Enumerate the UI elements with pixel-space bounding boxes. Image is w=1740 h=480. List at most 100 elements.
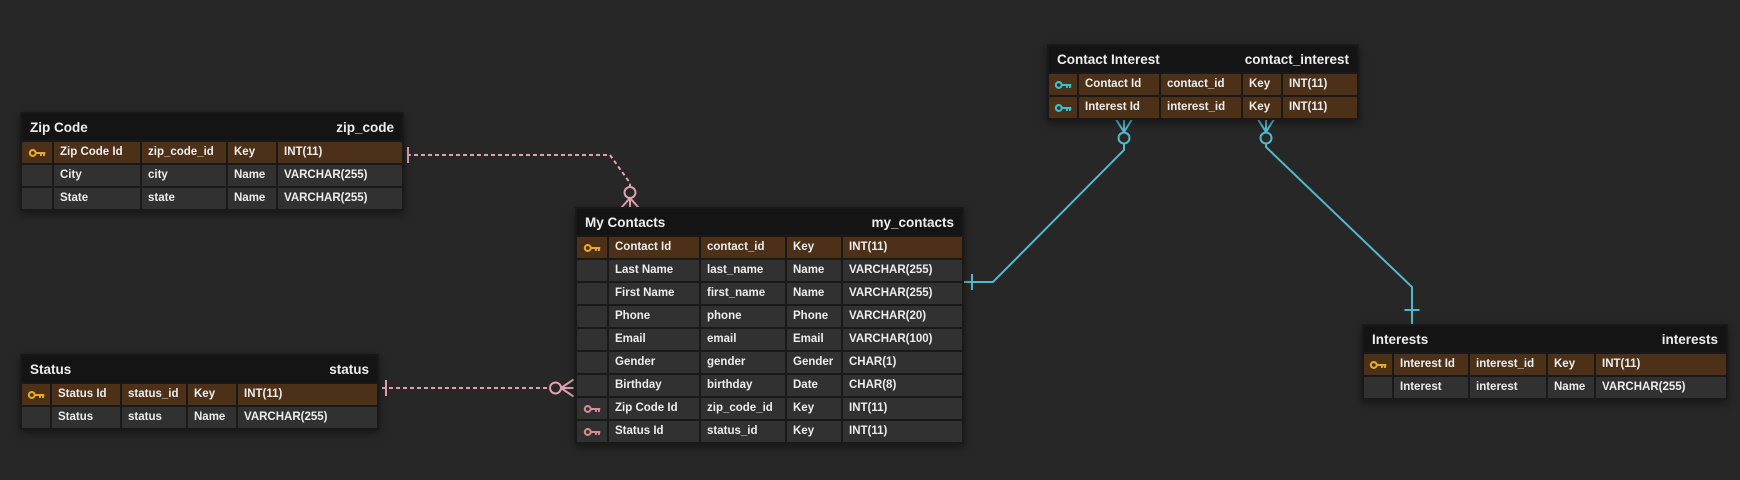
cardinality-optional-circle	[549, 381, 562, 395]
entity-table-contact-interest[interactable]: Contact Interest contact_interest Contac…	[1047, 44, 1359, 120]
column-datatype: INT(11)	[278, 142, 402, 163]
column-datatype: VARCHAR(255)	[843, 283, 962, 304]
column-datatype: VARCHAR(100)	[843, 329, 962, 350]
teal-key-icon	[1049, 74, 1077, 95]
column-datatype: VARCHAR(20)	[843, 306, 962, 327]
column-physical-name: contact_id	[1161, 74, 1241, 95]
column-datatype: INT(11)	[843, 237, 962, 258]
table-schema-name: contact_interest	[1244, 51, 1349, 67]
column-datatype: INT(11)	[1283, 97, 1357, 118]
relationship-mycontacts-contactinterest[interactable]	[960, 117, 1134, 291]
column-logical-name: Status Id	[609, 421, 699, 442]
crows-foot	[560, 378, 575, 398]
column-role: Name	[787, 260, 841, 281]
pink-key-icon	[577, 421, 607, 442]
relationship-interests-contactinterest[interactable]	[1256, 117, 1420, 325]
column-role: Key	[787, 421, 841, 442]
column-physical-name: interest	[1470, 377, 1546, 398]
column-role: Name	[228, 165, 276, 186]
cardinality-optional-circle	[623, 186, 637, 199]
column-role: Key	[1243, 74, 1281, 95]
crows-foot	[1256, 117, 1276, 133]
table-schema-name: status	[329, 361, 369, 377]
column-logical-name: Email	[609, 329, 699, 350]
table-header[interactable]: My Contacts my_contacts	[577, 209, 962, 235]
column-role: Name	[228, 188, 276, 209]
table-header[interactable]: Contact Interest contact_interest	[1049, 46, 1357, 72]
table-header[interactable]: Interests interests	[1364, 326, 1726, 352]
column-datatype: VARCHAR(255)	[1596, 377, 1726, 398]
table-title: Zip Code	[30, 119, 88, 135]
column-logical-name: Phone	[609, 306, 699, 327]
column-logical-name: Contact Id	[1079, 74, 1159, 95]
column-datatype: INT(11)	[843, 421, 962, 442]
gold-key-icon	[1364, 354, 1392, 375]
crows-foot	[1114, 117, 1134, 133]
column-datatype: CHAR(8)	[843, 375, 962, 396]
table-schema-name: interests	[1661, 331, 1718, 347]
column-physical-name: status_id	[701, 421, 785, 442]
cardinality-optional-circle	[1117, 131, 1131, 145]
empty-icon-cell	[577, 306, 607, 327]
column-physical-name: phone	[701, 306, 785, 327]
column-datatype: CHAR(1)	[843, 352, 962, 373]
column-role: Name	[1548, 377, 1594, 398]
empty-icon-cell	[577, 352, 607, 373]
column-logical-name: State	[54, 188, 140, 209]
empty-icon-cell	[577, 329, 607, 350]
column-role: Key	[787, 398, 841, 419]
relationship-zipcode-mycontacts[interactable]	[400, 147, 640, 209]
column-physical-name: first_name	[701, 283, 785, 304]
column-logical-name: Interest	[1394, 377, 1468, 398]
column-logical-name: Interest Id	[1079, 97, 1159, 118]
empty-icon-cell	[577, 375, 607, 396]
column-physical-name: status	[122, 407, 186, 428]
column-datatype: VARCHAR(255)	[843, 260, 962, 281]
column-logical-name: Zip Code Id	[54, 142, 140, 163]
table-header[interactable]: Zip Code zip_code	[22, 114, 402, 140]
table-title: Status	[30, 361, 72, 377]
column-role: Key	[188, 384, 236, 405]
column-logical-name: Zip Code Id	[609, 398, 699, 419]
column-datatype: INT(11)	[843, 398, 962, 419]
column-datatype: VARCHAR(255)	[238, 407, 377, 428]
column-logical-name: City	[54, 165, 140, 186]
cardinality-optional-circle	[1259, 131, 1273, 145]
gold-key-icon	[22, 384, 50, 405]
column-datatype: INT(11)	[1283, 74, 1357, 95]
relationship-status-mycontacts[interactable]	[375, 378, 575, 398]
column-physical-name: gender	[701, 352, 785, 373]
empty-icon-cell	[22, 407, 50, 428]
table-header[interactable]: Status status	[22, 356, 377, 382]
column-logical-name: Gender	[609, 352, 699, 373]
column-datatype: INT(11)	[1596, 354, 1726, 375]
